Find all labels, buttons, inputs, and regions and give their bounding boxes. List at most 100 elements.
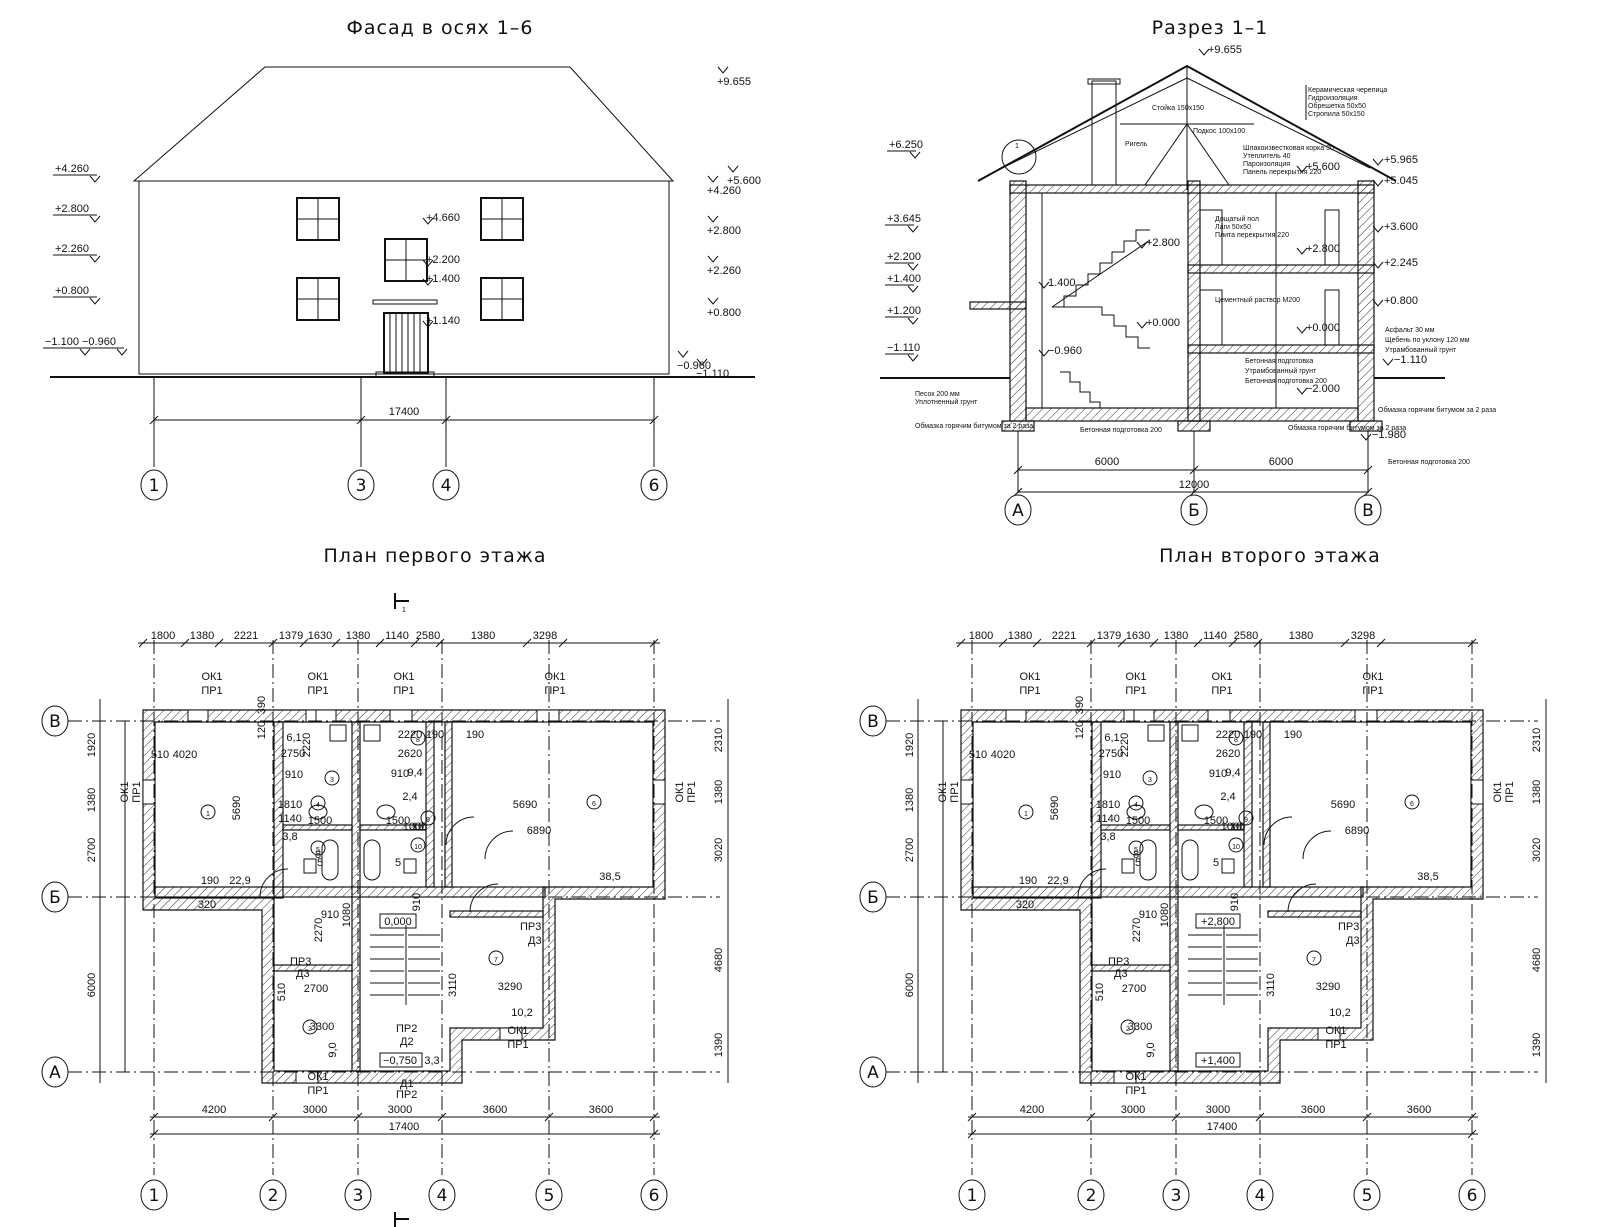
section-dim: 6000	[1095, 456, 1119, 468]
level-text: +5.965	[1384, 154, 1418, 166]
axis-label: Б	[1188, 501, 1200, 521]
section-note: Уплотненный грунт	[915, 398, 978, 406]
room-dim: 3290	[1316, 981, 1340, 993]
level-mark: +4.260	[707, 175, 741, 197]
facade-title: Фасад в осях 1–6	[347, 17, 534, 39]
plan-top-dim: 1630	[308, 630, 332, 642]
plan-top-dim: 1140	[385, 630, 409, 642]
axis-circle	[535, 1179, 563, 1211]
room-number-circle	[1306, 950, 1322, 966]
level-mark: +5.600	[1296, 161, 1340, 173]
plan-window-opening	[1005, 709, 1027, 723]
axis-label: А	[49, 1063, 61, 1083]
plan-toilet	[376, 804, 396, 820]
room-dim: 3110	[447, 973, 459, 997]
room-dim: 6890	[1345, 825, 1369, 837]
level-mark: +9.655	[717, 66, 751, 88]
room-dim: 1500	[1126, 815, 1150, 827]
level-mark: +0.800	[1372, 295, 1418, 307]
section-slab-floor1	[1187, 344, 1375, 354]
plan-right-dim: 4680	[713, 948, 725, 972]
dim-tick	[649, 1129, 659, 1139]
level-mark: −1.110	[1382, 354, 1427, 366]
window-sub-label: ПР1	[1504, 781, 1516, 802]
room-dim: 3290	[498, 981, 522, 993]
plan-stove	[1147, 724, 1165, 742]
axis-circle	[1246, 1179, 1274, 1211]
section-window	[1324, 289, 1340, 346]
window-label: ОК1	[1362, 671, 1383, 683]
plan-top-dim: 1380	[346, 630, 370, 642]
room-number-circle	[1128, 795, 1144, 811]
section-door	[1199, 209, 1223, 266]
axis-bubble: Б	[41, 881, 69, 913]
roof-note: Керамическая черепица	[1308, 87, 1387, 94]
plan-sink	[1121, 858, 1135, 874]
plan-sink	[1221, 858, 1235, 874]
section-note: Цементный раствор М200	[1215, 296, 1300, 304]
section-note: Ригель	[1125, 141, 1148, 148]
room-number-circle	[324, 770, 340, 786]
plan-right-dim: 1380	[713, 780, 725, 804]
dim-tick	[1013, 487, 1023, 497]
dim-tick	[558, 638, 568, 648]
plan-interior-wall	[282, 824, 353, 831]
level-mark: +2.260	[53, 243, 101, 263]
plan-bottom-dim: 4200	[1020, 1104, 1044, 1116]
level-mark: −1.110	[696, 358, 729, 380]
room-dim: 3300	[1128, 1021, 1152, 1033]
level-triangle	[1382, 358, 1394, 366]
window-sub-label: ПР1	[1125, 1085, 1146, 1097]
room-dim: 1140	[278, 813, 302, 825]
room-dim: 190	[201, 875, 219, 887]
axis-bubble: 6	[640, 469, 668, 501]
window-label: ОК1	[393, 671, 414, 683]
level-text: +5.045	[1384, 175, 1418, 187]
room-number: 6	[1410, 801, 1414, 808]
dim-tick	[1228, 638, 1238, 648]
section-chimney	[1091, 80, 1117, 186]
section-note: Бетонная подготовка 200	[1388, 459, 1470, 466]
room-dim: 8	[1133, 849, 1139, 861]
axis-circle	[1077, 1179, 1105, 1211]
axis-circle	[1162, 1179, 1190, 1211]
dim-tick	[649, 1112, 659, 1122]
plan-stove	[1181, 724, 1199, 742]
level-text: +0.800	[55, 285, 89, 297]
section-drawing: +6.250+3.645+2.200+1.400+1.200−1.110+5.9…	[880, 44, 1496, 526]
room-dim: 2700	[304, 983, 328, 995]
level-mark: +1.400	[422, 273, 460, 286]
axis-label: 3	[356, 476, 367, 496]
axis-circle	[859, 1056, 887, 1088]
section-stair-stringer	[1051, 239, 1151, 308]
dim-tick	[1376, 638, 1386, 648]
axis-label: 6	[1467, 1186, 1478, 1206]
door-label: ПР3	[1108, 956, 1129, 968]
room-dim: 390	[256, 696, 268, 714]
room-dim: 320	[1016, 899, 1034, 911]
dim-tick	[356, 415, 366, 425]
section-note: Шлакоизвестковая корка 30	[1243, 145, 1334, 152]
facade-entrance-door	[383, 312, 429, 374]
level-mark: +5.045	[1372, 175, 1418, 187]
plan-bottom-dim: 3000	[388, 1104, 412, 1116]
dim-tick	[1253, 638, 1263, 648]
axis-circle	[41, 881, 69, 913]
facade-window	[296, 277, 340, 321]
plan-right-dim: 2310	[1531, 728, 1543, 752]
plan-window-opening	[295, 1070, 319, 1084]
level-mark: −0.960	[1038, 345, 1082, 357]
plan-overall-dim: 17400	[389, 1121, 420, 1133]
plan-top-dim: 1800	[151, 630, 175, 642]
axis-bubble: В	[1354, 494, 1382, 526]
plan-right-dim: 3020	[713, 838, 725, 862]
plan-top-dim: 1380	[471, 630, 495, 642]
level-text: +2.260	[55, 243, 89, 255]
window-sub-label: ПР1	[544, 685, 565, 697]
level-text: +2.800	[1306, 243, 1340, 255]
section-footing	[1349, 420, 1383, 432]
room-dim: 120	[256, 721, 268, 739]
room-dim: 2220	[301, 733, 313, 757]
level-triangle	[422, 217, 434, 225]
room-dim: 910	[285, 769, 303, 781]
